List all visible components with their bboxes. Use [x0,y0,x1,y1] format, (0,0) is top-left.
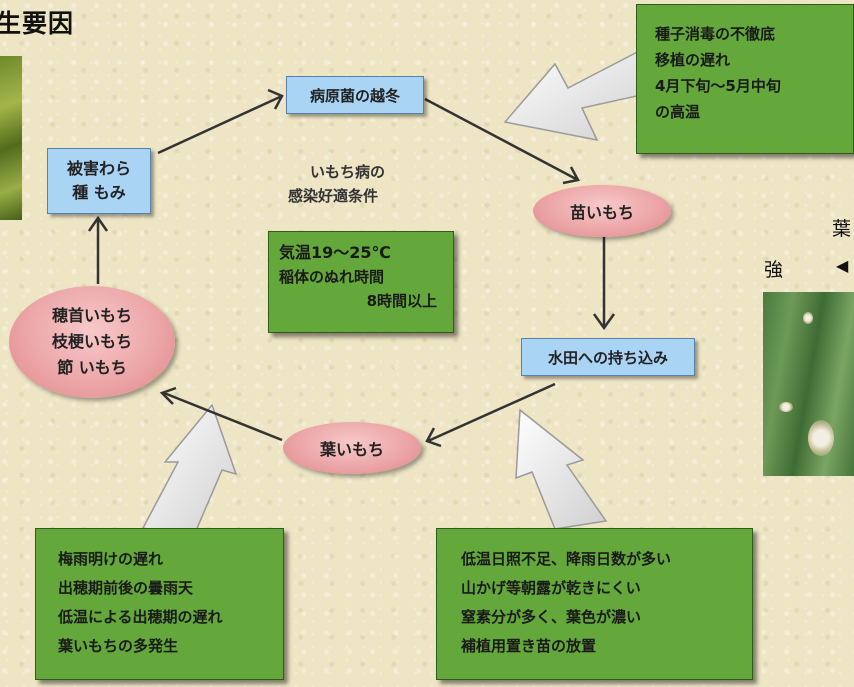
factor-box-top-right: 種子消毒の不徹底 移植の遅れ 4月下旬〜5月中旬 の高温 [636,4,854,154]
factor-line: の高温 [655,103,701,121]
lesion-spot [808,420,834,456]
panicle-blast-line: 節 いもち [57,358,127,377]
lesion-spot [803,312,813,324]
center-caption: いもち病の 感染好適条件 [288,160,385,208]
factor-arrow-bottom-right [515,408,608,530]
factor-line: 4月下旬〜5月中旬 [655,77,781,95]
page-title: 生要因 [0,9,75,38]
node-seedling-blast: 苗いもち [533,185,671,237]
lesion-spot [779,402,793,412]
arrow-paddy-to-leaf [427,382,556,443]
factor-box-bottom-left: 梅雨明けの遅れ 出穂期前後の曇雨天 低温による出穂期の遅れ 葉いもちの多発生 [35,528,284,680]
factor-arrow-top-right [503,46,656,142]
right-panel-partial-title: 葉 [832,218,852,240]
rice-photo-left [0,56,22,220]
condition-line: 気温19〜25℃ [279,243,391,262]
factor-line: 山かげ等朝露が乾きにくい [461,579,641,597]
factor-line: 梅雨明けの遅れ [58,550,164,568]
scale-arrow-icon: ◀ [836,256,849,275]
factor-line: 出穂期前後の曇雨天 [58,579,194,597]
arrow-leaf-to-panicle [163,391,283,442]
factor-box-bottom-right: 低温日照不足、降雨日数が多い 山かげ等朝露が乾きにくい 窒素分が多く、葉色が濃い… [436,528,753,680]
factor-line: 葉いもちの多発生 [58,637,179,655]
source-line: 種 もみ [72,183,126,202]
factor-line: 窒素分が多く、葉色が濃い [461,608,642,626]
condition-line: 稲体のぬれ時間 [279,268,385,286]
node-leaf-blast: 葉いもち [283,422,421,474]
node-source: 被害わら 種 もみ [47,148,151,214]
arrow-overwinter-to-seedling [424,97,579,182]
infection-conditions-box: 気温19〜25℃ 稲体のぬれ時間 8時間以上 [268,231,454,333]
caption-line: 感染好適条件 [288,187,379,205]
panicle-blast-line: 枝梗いもち [51,332,132,351]
factor-line: 低温日照不足、降雨日数が多い [461,550,672,568]
strength-label: 強 [764,259,784,281]
caption-line: いもち病の [310,163,386,181]
node-paddy-entry: 水田への持ち込み [521,338,695,376]
factor-line: 移植の遅れ [655,51,731,69]
panicle-blast-line: 穂首いもち [51,306,132,325]
leaf-blast-photo [763,292,854,476]
factor-line: 補植用置き苗の放置 [461,637,597,655]
factor-line: 低温による出穂期の遅れ [58,608,223,626]
condition-line: 8時間以上 [366,292,437,310]
node-overwinter: 病原菌の越冬 [286,76,424,114]
factor-line: 種子消毒の不徹底 [655,25,776,43]
node-panicle-blast: 穂首いもち 枝梗いもち 節 いもち [9,286,175,398]
source-line: 被害わら [66,159,131,178]
arrow-source-to-overwinter [157,94,283,155]
factor-arrow-bottom-left [141,403,238,541]
